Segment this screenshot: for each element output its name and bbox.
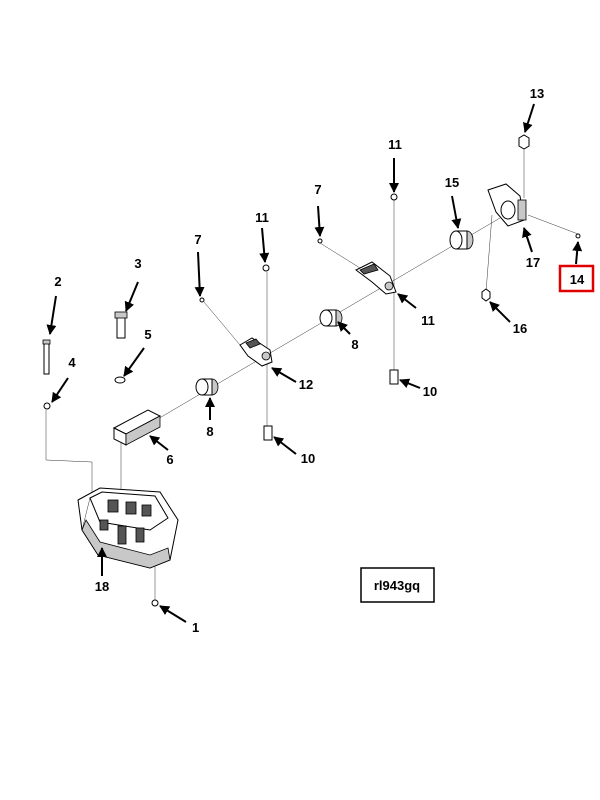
callout-14: 14 <box>570 272 585 287</box>
part-7-ball-right <box>317 238 323 244</box>
callout-15: 15 <box>445 175 459 190</box>
part-11-rocker-upper <box>355 261 397 295</box>
part-6-block <box>112 409 162 446</box>
callout-16: 16 <box>513 321 527 336</box>
callout-8-upper: 8 <box>351 337 358 352</box>
part-11-cap-right <box>390 193 398 201</box>
callout-11-top: 11 <box>388 137 402 152</box>
callout-7-right: 7 <box>314 182 321 197</box>
callout-17: 17 <box>526 255 540 270</box>
part-10-pushrod-upper <box>389 369 399 385</box>
callout-2: 2 <box>54 274 61 289</box>
callout-arrows <box>46 103 583 623</box>
callout-labels: 1 2 3 4 5 6 7 7 8 8 10 10 11 11 11 12 13… <box>54 86 585 635</box>
part-16-nut <box>481 288 491 302</box>
callout-7-left: 7 <box>194 232 201 247</box>
part-17-end-bracket <box>487 183 527 227</box>
callout-5: 5 <box>144 327 151 342</box>
callout-11-left: 11 <box>255 210 269 225</box>
part-2-pin <box>42 339 51 375</box>
part-3-bolt <box>114 311 128 339</box>
callout-3: 3 <box>134 256 141 271</box>
part-14-ball <box>575 233 581 239</box>
callout-1: 1 <box>192 620 199 635</box>
assembly-leader-lines <box>45 150 579 600</box>
part-1-plug <box>151 599 159 607</box>
part-4-ball <box>43 402 51 410</box>
callout-8-lower: 8 <box>206 424 213 439</box>
part-11-cap-left <box>262 264 270 272</box>
part-5-washer <box>114 376 126 384</box>
part-18-oil-pan <box>77 487 179 569</box>
callout-10-upper: 10 <box>423 384 437 399</box>
callout-11-right: 11 <box>421 313 435 328</box>
part-7-ball-left <box>199 297 205 303</box>
callout-12: 12 <box>299 377 313 392</box>
callout-6: 6 <box>166 452 173 467</box>
reference-id-text: rl943gq <box>374 578 420 593</box>
highlight-box-callout-14 <box>558 264 595 293</box>
part-13-nut <box>518 134 530 150</box>
part-12-rocker-lower <box>239 337 273 367</box>
callout-10-lower: 10 <box>301 451 315 466</box>
callout-18: 18 <box>95 579 109 594</box>
callout-13: 13 <box>530 86 544 101</box>
part-8-roller-lower <box>195 378 219 396</box>
part-10-pushrod-lower <box>263 425 273 441</box>
part-15-bushing <box>449 230 474 250</box>
reference-id-box: rl943gq <box>360 567 435 603</box>
callout-4: 4 <box>68 355 76 370</box>
